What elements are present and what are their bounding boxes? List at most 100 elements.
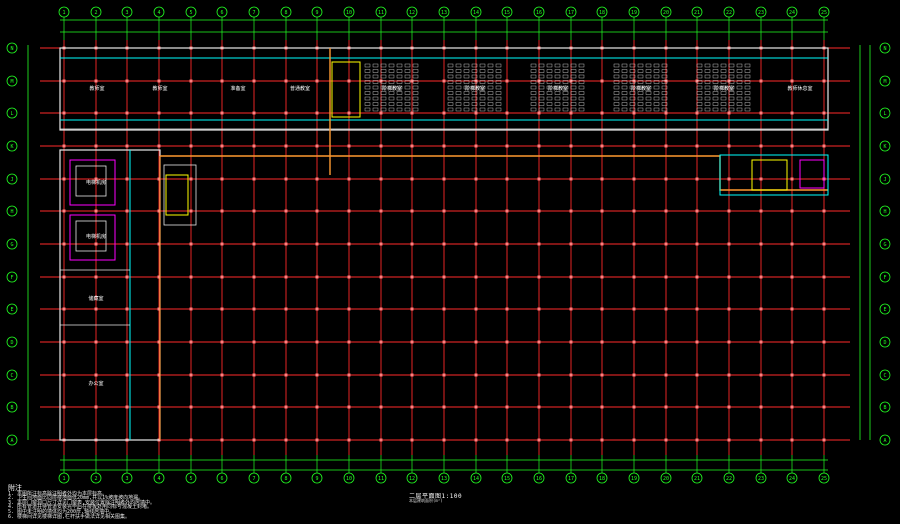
seat <box>388 80 395 84</box>
seat <box>388 74 395 79</box>
seat <box>546 63 553 68</box>
seat <box>487 91 494 95</box>
seat <box>479 85 486 90</box>
column-post <box>442 209 446 213</box>
seat <box>463 102 470 106</box>
column-post <box>569 209 573 213</box>
seat <box>404 63 411 68</box>
column-post <box>727 242 731 246</box>
seat <box>412 80 419 84</box>
column-post <box>569 373 573 377</box>
seat <box>380 96 387 101</box>
column-post <box>790 340 794 344</box>
column-post <box>600 177 604 181</box>
axis-label: 11 <box>378 10 384 16</box>
axis-label: E <box>10 307 13 313</box>
column-post <box>62 275 66 279</box>
seat <box>388 63 395 68</box>
seat <box>696 96 703 101</box>
column-post <box>505 405 509 409</box>
axis-bubble <box>6 75 18 87</box>
seat <box>736 96 743 101</box>
seat <box>364 85 371 90</box>
axis-bubble <box>628 6 640 18</box>
seat <box>637 74 644 79</box>
column-post <box>379 177 383 181</box>
column-post <box>569 340 573 344</box>
column-post <box>94 340 98 344</box>
column-post <box>822 242 826 246</box>
column-post <box>157 307 161 311</box>
column-post <box>632 340 636 344</box>
seat <box>728 80 735 84</box>
column-post <box>252 111 256 115</box>
axis-bubble <box>879 107 891 119</box>
seat <box>487 69 494 73</box>
seat <box>495 96 502 101</box>
column-post <box>189 275 193 279</box>
column-post <box>284 144 288 148</box>
axis-bubble <box>596 472 608 484</box>
column-post <box>505 111 509 115</box>
column-post <box>664 275 668 279</box>
column-post <box>220 144 224 148</box>
seat <box>404 85 411 90</box>
column-post <box>442 177 446 181</box>
column-post <box>315 209 319 213</box>
seat <box>653 74 660 79</box>
column-post <box>695 209 699 213</box>
seat <box>495 91 502 95</box>
seat <box>447 69 454 73</box>
column-post <box>664 242 668 246</box>
column-post <box>315 177 319 181</box>
seat <box>704 80 711 84</box>
column-post <box>474 340 478 344</box>
column-post <box>695 373 699 377</box>
axis-label: 3 <box>125 10 128 16</box>
seat <box>364 69 371 73</box>
column-post <box>790 177 794 181</box>
column-post <box>125 242 129 246</box>
seat <box>621 69 628 73</box>
seat <box>404 80 411 84</box>
column-post <box>315 405 319 409</box>
seat <box>388 91 395 95</box>
axis-label: G <box>883 242 886 248</box>
column-post <box>600 209 604 213</box>
seat <box>704 96 711 101</box>
column-post <box>125 177 129 181</box>
seat <box>570 91 577 95</box>
axis-bubble <box>6 369 18 381</box>
axis-label: 21 <box>694 10 700 16</box>
seat <box>463 107 470 112</box>
column-post <box>600 242 604 246</box>
column-post <box>125 307 129 311</box>
column-post <box>284 405 288 409</box>
column-post <box>189 79 193 83</box>
column-post <box>379 373 383 377</box>
seat <box>412 63 419 68</box>
seat <box>744 102 751 106</box>
seat <box>562 85 569 90</box>
column-post <box>347 242 351 246</box>
column-post <box>284 177 288 181</box>
axis-bubble <box>375 472 387 484</box>
seat <box>479 63 486 68</box>
column-post <box>759 79 763 83</box>
column-post <box>727 275 731 279</box>
seat <box>396 80 403 84</box>
column-post <box>189 177 193 181</box>
axis-bubble <box>343 6 355 18</box>
seat <box>463 63 470 68</box>
seat <box>447 96 454 101</box>
axis-label: 20 <box>663 10 669 16</box>
seat <box>396 96 403 101</box>
seat <box>471 102 478 106</box>
column-post <box>347 373 351 377</box>
column-post <box>727 340 731 344</box>
seat <box>412 74 419 79</box>
column-post <box>695 275 699 279</box>
column-post <box>94 177 98 181</box>
column-post <box>379 405 383 409</box>
seat <box>530 107 537 112</box>
